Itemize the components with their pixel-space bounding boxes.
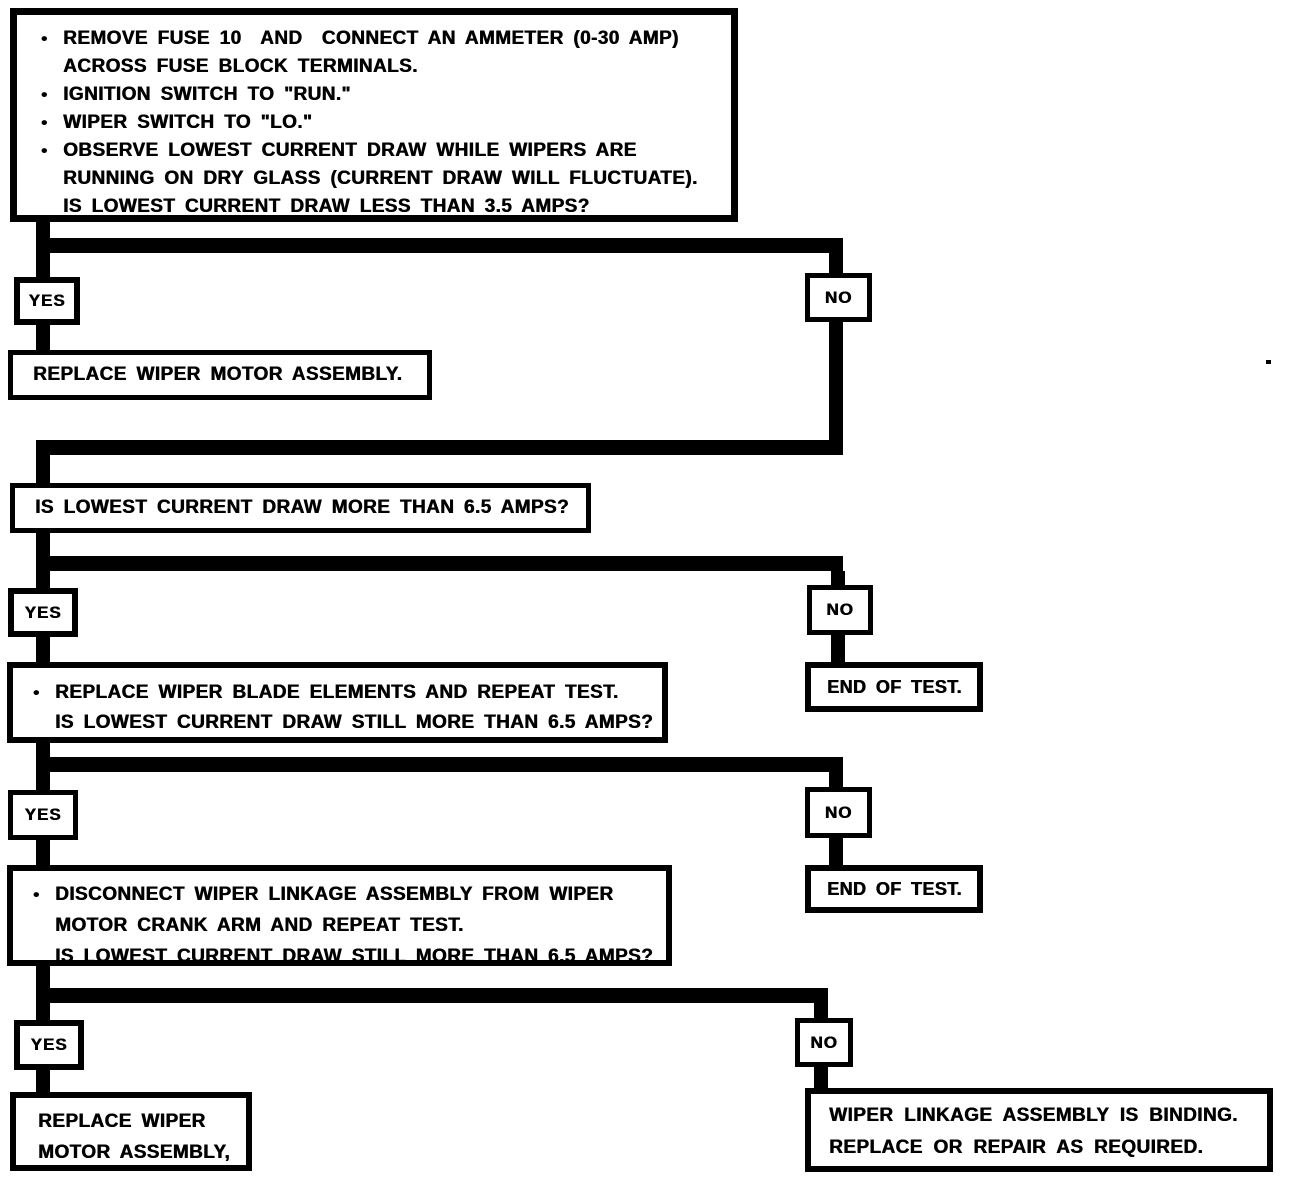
no-branch-label: NO bbox=[805, 787, 872, 838]
bullet-icon: • bbox=[41, 29, 48, 48]
text-line: DISCONNECT WIPER LINKAGE ASSEMBLY FROM W… bbox=[55, 884, 614, 905]
no-text: NO bbox=[824, 802, 853, 822]
text-line: END OF TEST. bbox=[827, 676, 962, 697]
connector-line bbox=[829, 836, 843, 867]
connector-line bbox=[36, 964, 50, 992]
text-line: MOTOR CRANK ARM AND REPEAT TEST. bbox=[55, 915, 464, 936]
bullet-icon: • bbox=[33, 683, 40, 702]
bullet-icon: • bbox=[41, 85, 48, 104]
connector-line bbox=[36, 556, 843, 571]
text-line: IS LOWEST CURRENT DRAW STILL MORE THAN 6… bbox=[55, 712, 653, 733]
instruction-item: • IGNITION SWITCH TO "RUN." bbox=[41, 81, 725, 109]
connector-line bbox=[36, 455, 50, 485]
connector-line bbox=[829, 772, 843, 789]
start-instructions-box: • REMOVE FUSE 10 AND CONNECT AN AMMETER … bbox=[10, 8, 738, 222]
connector-line bbox=[831, 571, 845, 587]
no-text: NO bbox=[826, 600, 854, 619]
connector-line bbox=[36, 838, 50, 867]
connector-line bbox=[36, 772, 50, 792]
instruction-text: WIPER SWITCH TO "LO." bbox=[63, 109, 312, 137]
text-line: MOTOR ASSEMBLY, bbox=[38, 1142, 230, 1163]
instruction-item: • OBSERVE LOWEST CURRENT DRAW WHILE WIPE… bbox=[41, 137, 725, 221]
connector-line bbox=[36, 220, 50, 242]
connector-line bbox=[814, 1001, 828, 1020]
instruction-text: IGNITION SWITCH TO "RUN." bbox=[63, 81, 351, 109]
connector-line bbox=[36, 1068, 50, 1094]
connector-line bbox=[36, 741, 50, 759]
text-line: IGNITION SWITCH TO "RUN." bbox=[63, 84, 351, 105]
connector-line bbox=[36, 635, 50, 664]
text-line: IS LOWEST CURRENT DRAW LESS THAN 3.5 AMP… bbox=[63, 196, 590, 217]
end-of-test-box: END OF TEST. bbox=[805, 662, 983, 712]
connector-line bbox=[36, 238, 843, 253]
no-branch-label: NO bbox=[805, 273, 872, 322]
instruction-text: REMOVE FUSE 10 AND CONNECT AN AMMETER (0… bbox=[63, 25, 679, 81]
scan-speck bbox=[1266, 360, 1271, 364]
replace-blade-elements-box: • REPLACE WIPER BLADE ELEMENTS AND REPEA… bbox=[7, 662, 668, 743]
text-line: REMOVE FUSE 10 AND CONNECT AN AMMETER (0… bbox=[63, 28, 679, 49]
connector-line bbox=[36, 323, 50, 353]
bullet-icon: • bbox=[41, 141, 48, 160]
instruction-text: OBSERVE LOWEST CURRENT DRAW WHILE WIPERS… bbox=[63, 137, 698, 221]
text-line: WIPER SWITCH TO "LO." bbox=[63, 112, 313, 133]
current-draw-question-box: IS LOWEST CURRENT DRAW MORE THAN 6.5 AMP… bbox=[10, 483, 591, 533]
yes-branch-label: YES bbox=[14, 1020, 84, 1070]
yes-branch-label: YES bbox=[8, 588, 78, 637]
end-of-test-box: END OF TEST. bbox=[805, 865, 983, 913]
connector-line bbox=[814, 1065, 828, 1090]
text-line: IS LOWEST CURRENT DRAW STILL MORE THAN 6… bbox=[55, 946, 653, 967]
replace-wiper-motor-box: REPLACE WIPER MOTOR ASSEMBLY. bbox=[8, 350, 432, 400]
connector-line bbox=[36, 571, 50, 590]
disconnect-linkage-box: • DISCONNECT WIPER LINKAGE ASSEMBLY FROM… bbox=[7, 865, 672, 967]
text-line: REPLACE WIPER bbox=[38, 1111, 206, 1132]
no-text: NO bbox=[810, 1032, 838, 1052]
text-line: REPLACE WIPER MOTOR ASSEMBLY. bbox=[33, 364, 403, 385]
final-replace-motor-box: REPLACE WIPER MOTOR ASSEMBLY, bbox=[10, 1092, 252, 1171]
no-branch-label: NO bbox=[807, 585, 873, 635]
yes-branch-label: YES bbox=[14, 277, 80, 325]
text-line: WIPER LINKAGE ASSEMBLY IS BINDING. bbox=[829, 1105, 1238, 1126]
connector-line bbox=[36, 440, 843, 455]
linkage-binding-box: WIPER LINKAGE ASSEMBLY IS BINDING. REPLA… bbox=[805, 1088, 1273, 1172]
yes-text: YES bbox=[24, 602, 62, 622]
yes-text: YES bbox=[24, 805, 62, 824]
text-line: RUNNING ON DRY GLASS (CURRENT DRAW WILL … bbox=[63, 168, 698, 189]
text-line: REPLACE WIPER BLADE ELEMENTS AND REPEAT … bbox=[55, 682, 619, 703]
no-branch-label: NO bbox=[795, 1018, 853, 1067]
yes-text: YES bbox=[30, 1035, 68, 1054]
instruction-text: DISCONNECT WIPER LINKAGE ASSEMBLY FROM W… bbox=[55, 879, 653, 972]
connector-line bbox=[36, 253, 50, 279]
instruction-text: REPLACE WIPER BLADE ELEMENTS AND REPEAT … bbox=[55, 678, 653, 738]
text-line: REPLACE OR REPAIR AS REQUIRED. bbox=[829, 1137, 1204, 1158]
connector-line bbox=[36, 988, 828, 1003]
instruction-item: • WIPER SWITCH TO "LO." bbox=[41, 109, 725, 137]
text-line: IS LOWEST CURRENT DRAW MORE THAN 6.5 AMP… bbox=[35, 497, 569, 518]
text-line: END OF TEST. bbox=[827, 878, 962, 899]
bullet-icon: • bbox=[41, 113, 48, 132]
connector-line bbox=[829, 320, 843, 444]
bullet-icon: • bbox=[33, 885, 40, 904]
text-line: OBSERVE LOWEST CURRENT DRAW WHILE WIPERS… bbox=[63, 140, 637, 161]
text-line: ACROSS FUSE BLOCK TERMINALS. bbox=[63, 56, 418, 77]
connector-line bbox=[36, 757, 843, 772]
connector-line bbox=[829, 253, 843, 275]
yes-branch-label: YES bbox=[8, 790, 78, 840]
connector-line bbox=[831, 633, 845, 664]
no-text: NO bbox=[824, 287, 853, 307]
yes-text: YES bbox=[28, 291, 66, 310]
connector-line bbox=[36, 1001, 50, 1022]
instruction-item: • REMOVE FUSE 10 AND CONNECT AN AMMETER … bbox=[41, 25, 725, 81]
connector-line bbox=[36, 531, 50, 558]
instruction-item: • REPLACE WIPER BLADE ELEMENTS AND REPEA… bbox=[33, 678, 656, 738]
instruction-item: • DISCONNECT WIPER LINKAGE ASSEMBLY FROM… bbox=[33, 879, 660, 972]
